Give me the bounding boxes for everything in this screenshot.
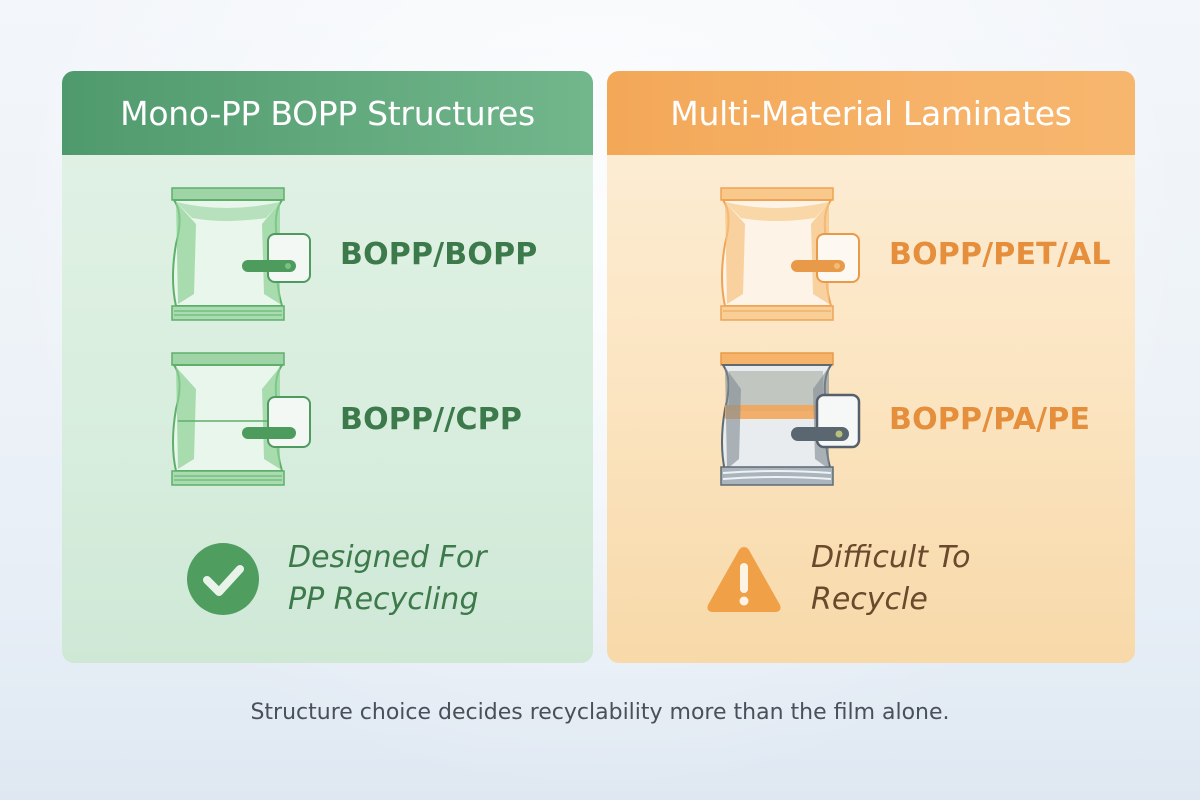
pouch-icon bbox=[720, 187, 860, 321]
structure-label: BOPP//CPP bbox=[340, 401, 523, 437]
caption: Structure choice decides recyclability m… bbox=[250, 700, 950, 725]
structure-item: BOPP//CPP bbox=[166, 349, 522, 489]
multi-material-panel: Multi-Material Laminates BOPP/PET/AL bbox=[607, 71, 1135, 663]
structure-label: BOPP/PET/AL bbox=[889, 236, 1111, 272]
structure-item: BOPP/BOPP bbox=[166, 184, 537, 324]
checkmark-circle-icon bbox=[187, 543, 259, 615]
panel-title: Multi-Material Laminates bbox=[607, 71, 1135, 155]
status-text: Difficult To Recycle bbox=[811, 540, 971, 617]
structure-label: BOPP/BOPP bbox=[340, 236, 538, 272]
structure-item: BOPP/PET/AL bbox=[715, 184, 1111, 324]
status-text: Designed For PP Recycling bbox=[288, 540, 487, 617]
pouch-icon bbox=[171, 187, 311, 321]
warning-triangle-icon bbox=[707, 547, 781, 612]
structure-label: BOPP/PA/PE bbox=[889, 401, 1091, 437]
recyclable-status: Designed For PP Recycling bbox=[186, 537, 487, 621]
panel-title: Mono-PP BOPP Structures bbox=[62, 71, 593, 155]
pouch-icon bbox=[171, 352, 311, 486]
mono-pp-panel: Mono-PP BOPP Structures BOPP/BOPP bbox=[62, 71, 593, 663]
structure-item: BOPP/PA/PE bbox=[715, 349, 1090, 489]
not-recyclable-status: Difficult To Recycle bbox=[705, 537, 971, 621]
pouch-icon bbox=[720, 352, 861, 486]
